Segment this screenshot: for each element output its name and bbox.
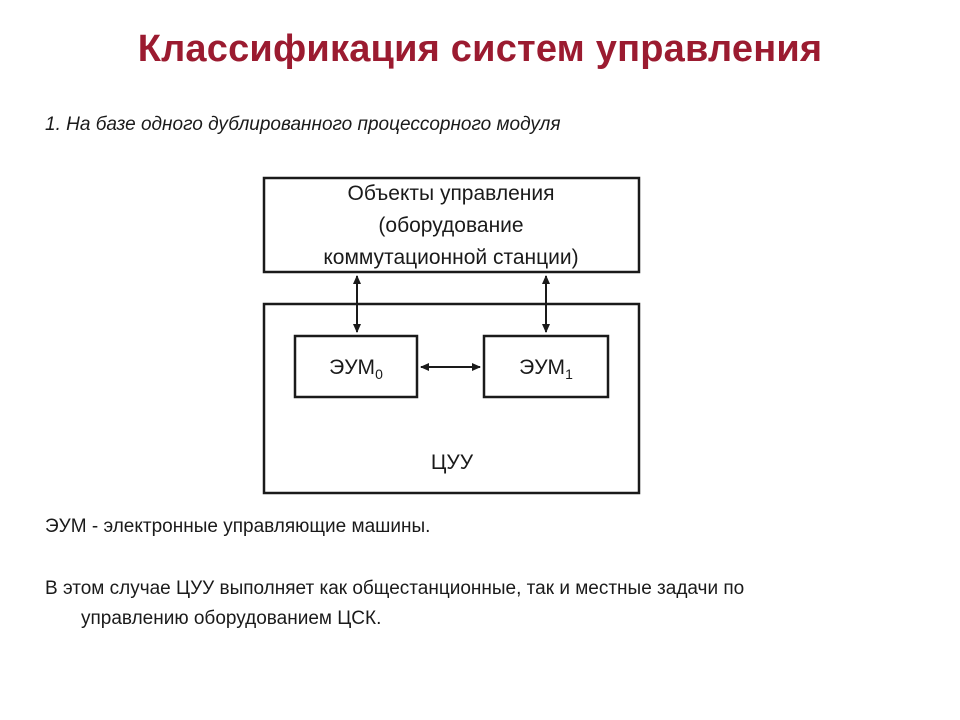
evm-definition: ЭУМ - электронные управляющие машины. [45,516,431,537]
slide-title: Классификация систем управления [137,28,823,70]
evm1-label: ЭУМ1 [519,356,573,382]
control-objects-line3: коммутационной станции) [323,246,578,269]
cuu-note-line1: В этом случае ЦУУ выполняет как общестан… [45,578,745,599]
evm0-label: ЭУМ0 [329,356,383,382]
evm0-label-subscript: 0 [375,366,383,382]
control-objects-line1: Объекты управления [348,182,555,205]
evm1-label-subscript: 1 [565,366,573,382]
cuu-label: ЦУУ [431,451,474,474]
evm0-label-base: ЭУМ [329,356,375,379]
cuu-note-line2: управлению оборудованием ЦСК. [81,608,382,629]
slide-subtitle: 1. На базе одного дублированного процесс… [45,114,561,135]
cuu-note: В этом случае ЦУУ выполняет как общестан… [45,574,935,634]
evm1-label-base: ЭУМ [519,356,565,379]
evm1-box [482,334,610,399]
evm0-box [293,334,419,399]
control-objects-line2: (оборудование [378,214,523,237]
control-objects-box [262,176,641,274]
